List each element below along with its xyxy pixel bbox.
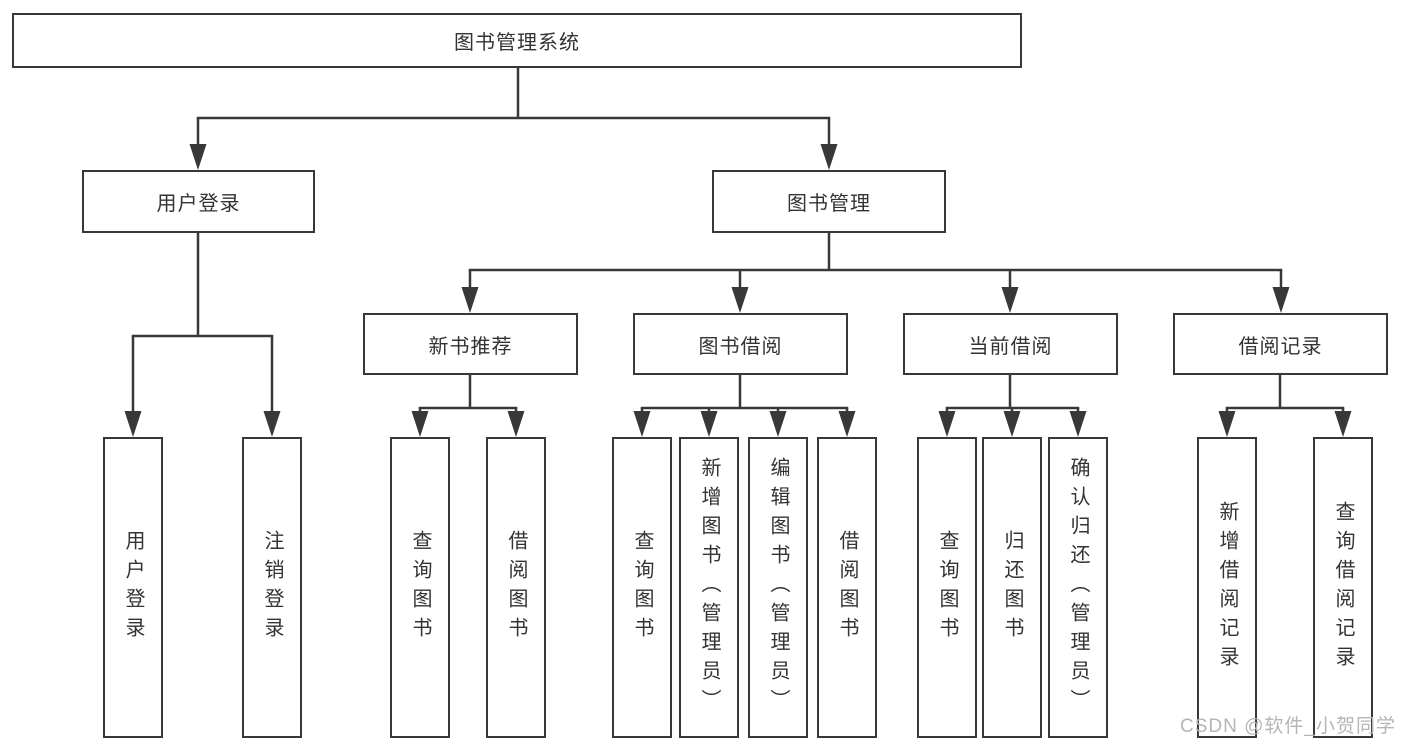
node-label: 编辑图书（管理员） [767, 457, 789, 718]
node-label: 确认归还（管理员） [1067, 457, 1089, 718]
node-label: 图书借阅 [698, 335, 783, 358]
node-label: 归还图书 [1001, 529, 1023, 646]
node-library-system: 图书管理系统 [12, 13, 1022, 68]
node-leaf-add-borrow-record: 新增借阅记录 [1197, 437, 1257, 738]
node-current-borrowing: 当前借阅 [903, 313, 1118, 375]
node-leaf-return-books: 归还图书 [982, 437, 1042, 738]
csdn-watermark: CSDN @软件_小贺同学 [1180, 716, 1396, 737]
node-label: 借阅图书 [836, 529, 858, 646]
node-leaf-query-borrow-record: 查询借阅记录 [1313, 437, 1373, 738]
node-label: 新增借阅记录 [1216, 500, 1238, 675]
node-label: 借阅图书 [505, 529, 527, 646]
node-label: 用户登录 [156, 193, 241, 215]
node-borrowing-records: 借阅记录 [1173, 313, 1388, 375]
node-label: 借阅记录 [1238, 335, 1323, 358]
node-label: 注销登录 [261, 529, 283, 646]
node-leaf-borrow-books-recommend: 借阅图书 [486, 437, 546, 738]
node-label: 查询图书 [409, 529, 431, 646]
node-leaf-confirm-return-admin: 确认归还（管理员） [1048, 437, 1108, 738]
node-leaf-query-books-current: 查询图书 [917, 437, 977, 738]
node-label: 查询图书 [936, 529, 958, 646]
node-label: 新增图书（管理员） [698, 457, 720, 718]
node-new-book-recommendation: 新书推荐 [363, 313, 578, 375]
node-label: 图书管理系统 [454, 32, 580, 54]
node-user-login: 用户登录 [82, 170, 315, 233]
node-label: 查询图书 [631, 529, 653, 646]
node-book-borrowing: 图书借阅 [633, 313, 848, 375]
node-leaf-borrow-books-borrowing: 借阅图书 [817, 437, 877, 738]
node-leaf-user-login: 用户登录 [103, 437, 163, 738]
node-label: 查询借阅记录 [1332, 500, 1354, 675]
node-label: 用户登录 [122, 529, 144, 646]
node-label: 当前借阅 [968, 335, 1053, 358]
node-leaf-query-books-borrowing: 查询图书 [612, 437, 672, 738]
node-book-management: 图书管理 [712, 170, 946, 233]
node-leaf-query-books-recommend: 查询图书 [390, 437, 450, 738]
node-leaf-add-books-admin: 新增图书（管理员） [679, 437, 739, 738]
node-leaf-logout: 注销登录 [242, 437, 302, 738]
node-leaf-edit-books-admin: 编辑图书（管理员） [748, 437, 808, 738]
node-label: 新书推荐 [428, 335, 513, 358]
node-label: 图书管理 [787, 193, 871, 215]
